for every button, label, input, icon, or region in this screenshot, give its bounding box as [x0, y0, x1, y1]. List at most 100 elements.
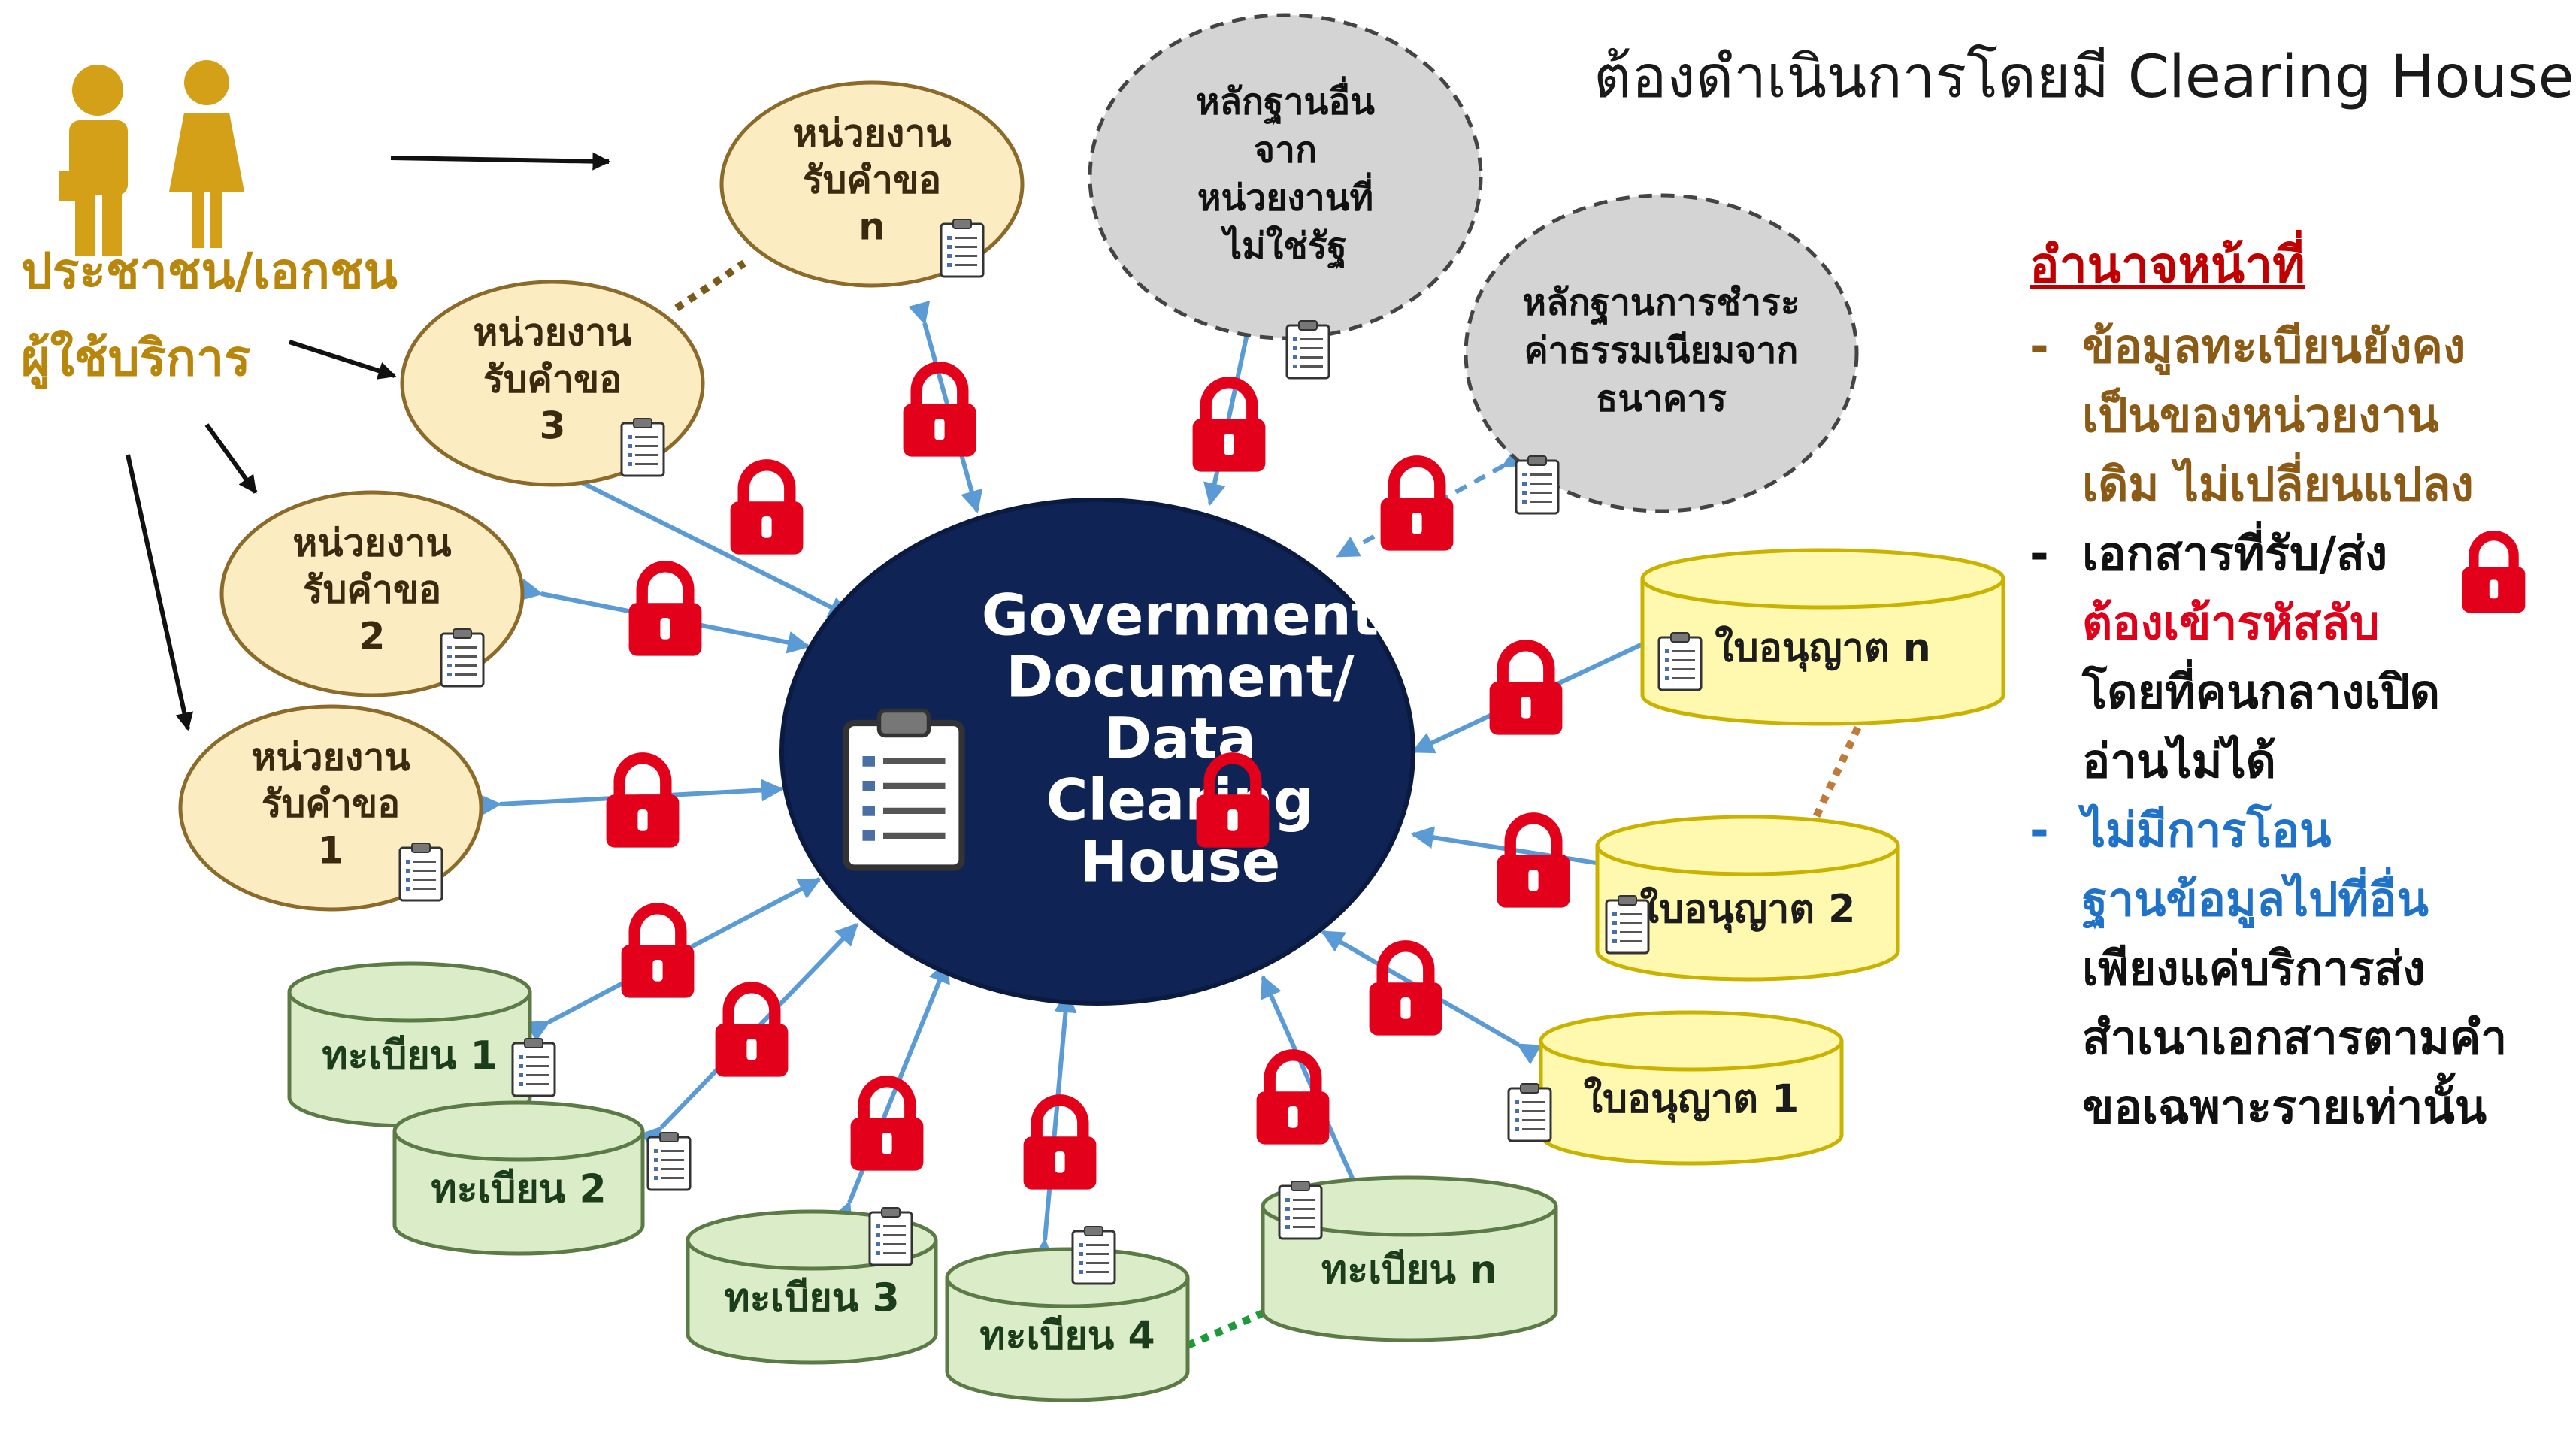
agency-label: 2: [359, 615, 386, 658]
evidence-ellipse: [1464, 193, 1859, 513]
person-woman-icon: [169, 60, 244, 248]
clipboard-icon: [1071, 1225, 1116, 1285]
lock-icon: [607, 758, 680, 848]
lock-icon: [1257, 1055, 1330, 1145]
clipboard-icon: [440, 628, 485, 688]
license-cylinder-label: ใบอนุญาต n: [1715, 625, 1931, 673]
dotted-link: [674, 259, 746, 312]
license-cylinder-top: [1539, 1010, 1844, 1072]
evidence-label: ธนาคาร: [1596, 377, 1727, 419]
item2-line: เอกสารที่รับ/ส่ง: [2082, 526, 2388, 581]
registry-cylinder-label: ทะเบียน 4: [979, 1314, 1155, 1359]
lock-icon: [1490, 646, 1563, 735]
registry-cylinder-top: [392, 1100, 645, 1162]
evidence-label: ไม่ใช่รัฐ: [1220, 224, 1347, 269]
license-cylinder-top: [1640, 548, 2005, 610]
license-cylinder-body: [1640, 579, 2005, 726]
page-title: ต้องดำเนินการโดยมี Clearing House: [1594, 44, 2574, 111]
lock-icon: [1497, 818, 1570, 908]
item2-line: อ่านไม่ได้: [2082, 734, 2276, 788]
clipboard-icon: [1605, 894, 1650, 955]
clipboard-icon: [646, 1131, 692, 1191]
registry-cylinder-label: ทะเบียน 3: [724, 1276, 899, 1321]
clipboard-icon: [620, 417, 665, 477]
authority-heading: อำนาจหน้าที่: [2030, 236, 2305, 294]
license-cylinder-body: [1595, 846, 1900, 982]
connector-arrow: [1261, 975, 1372, 1203]
clipboard-icon: [398, 842, 443, 902]
license-cylinder: ใบอนุญาต n: [1640, 548, 2005, 726]
registry-cylinder: ทะเบียน 2: [392, 1100, 645, 1256]
item2-line: โดยที่คนกลางเปิด: [2082, 664, 2441, 719]
flow-arrow: [289, 340, 397, 380]
flow-arrow: [204, 423, 258, 494]
authority-item-2: - เอกสารที่รับ/ส่ง ต้องเข้ารหัสลับ โดยที…: [2030, 519, 2571, 796]
people-label-line2: ผู้ใช้บริการ: [21, 329, 251, 387]
registry-cylinder-label: ทะเบียน n: [1321, 1248, 1497, 1293]
license-cylinder: ใบอนุญาต 2: [1595, 815, 1900, 982]
evidence-label: ค่าธรรมเนียมจาก: [1524, 329, 1799, 371]
lock-icon: [731, 465, 804, 555]
evidence-label: หลักฐานอื่น: [1196, 75, 1375, 125]
dash-3: -: [2030, 803, 2049, 858]
registry-cylinder-body: [945, 1278, 1190, 1402]
license-cylinder: ใบอนุญาต 1: [1539, 1010, 1844, 1166]
clipboard-icon: [1515, 455, 1560, 515]
item3-line: ขอเฉพาะรายเท่านั้น: [2082, 1079, 2487, 1134]
agency-label: 3: [540, 404, 566, 448]
registry-cylinder-top: [1261, 1175, 1558, 1237]
connector-arrow: [1031, 990, 1077, 1262]
license-cylinder-label: ใบอนุญาต 2: [1640, 886, 1856, 933]
license-cylinder-body: [1539, 1041, 1844, 1166]
clipboard-icon: [511, 1037, 556, 1097]
registry-cylinder-body: [686, 1240, 938, 1365]
flow-arrow: [390, 152, 611, 171]
agency-label: n: [858, 205, 885, 249]
lock-icon: [851, 1082, 924, 1171]
item1-line: เดิม ไม่เปลี่ยนแปลง: [2082, 457, 2474, 512]
license-cylinder-label: ใบอนุญาต 1: [1584, 1076, 1800, 1124]
clipboard-icon: [940, 218, 985, 278]
evidence-ellipse: [1088, 13, 1483, 340]
registry-cylinder-body: [392, 1131, 645, 1256]
item1-line: เป็นของหน่วยงาน: [2082, 388, 2439, 443]
agency-label: 1: [318, 829, 344, 873]
clipboard-icon: [1278, 1180, 1323, 1240]
registry-cylinder: ทะเบียน 1: [287, 961, 532, 1128]
registry-cylinder-top: [287, 961, 532, 1023]
evidence-label: หน่วยงานที่: [1197, 171, 1373, 219]
agency-label: หน่วยงาน: [792, 112, 951, 156]
authority-item-3: - ไม่มีการโอน ฐานข้อมูลไปที่อื่น เพียงแค…: [2030, 796, 2571, 1142]
lock-icon: [622, 909, 695, 998]
item2-line-red: ต้องเข้ารหัสลับ: [2082, 595, 2380, 650]
agency-label: หน่วยงาน: [251, 736, 410, 779]
item3-line: เพียงแค่บริการส่ง: [2082, 941, 2426, 996]
people-label-line1: ประชาชน/เอกชน: [21, 242, 398, 300]
lock-icon: [1370, 946, 1442, 1036]
connector-arrow: [518, 443, 852, 619]
authority-panel: อำนาจหน้าที่ - ข้อมูลทะเบียนยังคง เป็นขอ…: [2030, 225, 2571, 1142]
item3-line: สำเนาเอกสารตามคำ: [2082, 1010, 2508, 1065]
agency-label: รับคำขอ: [262, 782, 400, 826]
connector-arrow: [1203, 308, 1264, 506]
item3-line-blue: ฐานข้อมูลไปที่อื่น: [2082, 872, 2429, 927]
dash-2: -: [2030, 526, 2049, 581]
clipboard-icon: [1285, 319, 1330, 380]
hub-ellipse: [779, 498, 1415, 1006]
lock-icon: [2458, 528, 2529, 617]
lock-icon: [1024, 1100, 1097, 1190]
registry-cylinder-label: ทะเบียน 1: [322, 1033, 497, 1079]
authority-item-1: - ข้อมูลทะเบียนยังคง เป็นของหน่วยงาน เดิ…: [2030, 312, 2571, 519]
registry-cylinder: ทะเบียน n: [1261, 1175, 1558, 1342]
clipboard-icon: [868, 1206, 913, 1266]
evidence-label: จาก: [1254, 129, 1317, 171]
dash-1: -: [2030, 319, 2049, 374]
hub-label: Document/: [1006, 643, 1355, 710]
evidence-label: หลักฐานการชำระ: [1522, 281, 1800, 325]
registry-cylinder-label: ทะเบียน 2: [431, 1167, 606, 1212]
agency-label: หน่วยงาน: [473, 311, 631, 355]
clipboard-icon: [846, 711, 962, 868]
